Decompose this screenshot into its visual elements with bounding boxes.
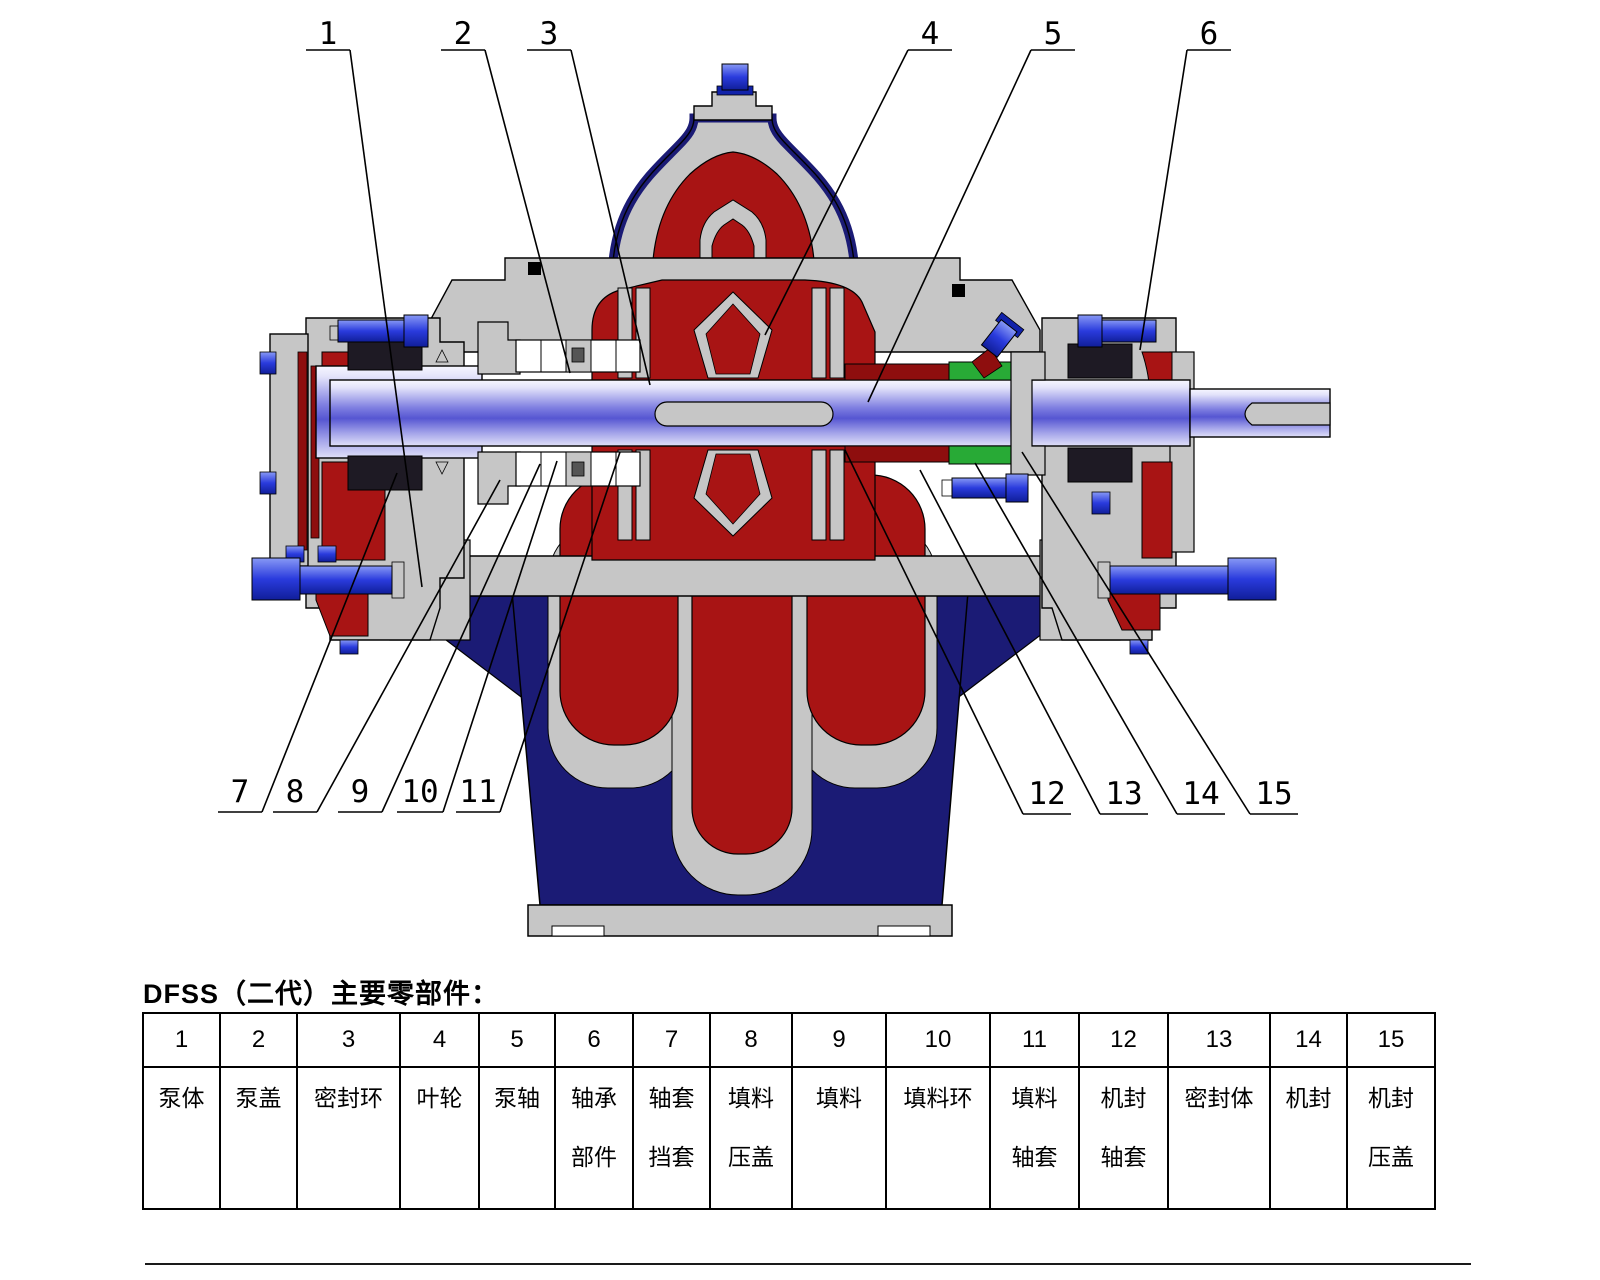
table-header-cell: 1 <box>142 1012 221 1068</box>
part-name: 机封 <box>1100 1085 1147 1111</box>
packing-assembly <box>477 321 641 505</box>
left-top-bolt <box>337 319 405 343</box>
callout-15-label: 15 <box>1255 776 1292 812</box>
table-header-cell: 14 <box>1269 1012 1348 1068</box>
part-name: 轴套 <box>648 1085 695 1111</box>
callout-5-label: 5 <box>1044 16 1063 52</box>
pump-shaft <box>315 349 1331 475</box>
part-name-line2: 压盖 <box>1368 1144 1414 1171</box>
callout-14-label: 14 <box>1182 776 1219 812</box>
table-part-cell: 密封体 <box>1167 1066 1271 1210</box>
table-header-cell: 5 <box>478 1012 556 1068</box>
table-header-cell: 4 <box>399 1012 480 1068</box>
right-top-bolt <box>1099 319 1157 343</box>
table-header-cell: 2 <box>219 1012 298 1068</box>
table-part-cell: 泵盖 <box>219 1066 298 1210</box>
part-name: 填料 <box>816 1085 862 1111</box>
callout-12-label: 12 <box>1028 776 1065 812</box>
table-header-cell: 3 <box>296 1012 401 1068</box>
callout-8-label: 8 <box>286 774 305 810</box>
table-part-cell: 叶轮 <box>399 1066 480 1210</box>
callout-11-label: 11 <box>459 774 496 810</box>
part-name: 机封 <box>1368 1085 1414 1111</box>
table-part-cell: 密封环 <box>296 1066 401 1210</box>
table-part-cell: 轴套挡套 <box>632 1066 711 1210</box>
table-header-cell: 11 <box>989 1012 1080 1068</box>
table-part-cell: 机封 <box>1269 1066 1348 1210</box>
callout-2-label: 2 <box>454 16 473 52</box>
table-parts-row: 泵体 泵盖 密封环 叶轮 泵轴 轴承部件 轴套挡套 填料压盖 填料 填料环 填料… <box>142 1066 1436 1210</box>
part-name: 泵盖 <box>235 1085 282 1111</box>
part-name: 填料环 <box>903 1085 973 1111</box>
callouts <box>218 49 1298 815</box>
mechanical-seal-assembly <box>844 311 1046 503</box>
callout-labels: 1 2 3 4 5 6 7 8 9 10 11 12 13 14 15 <box>231 16 1293 812</box>
bottom-divider-line <box>145 1263 1471 1265</box>
table-header-cell: 9 <box>791 1012 887 1068</box>
part-name: 泵体 <box>158 1085 205 1111</box>
right-foot-bolt <box>1109 565 1231 595</box>
part-name-line2: 压盖 <box>728 1144 774 1171</box>
callout-10-label: 10 <box>401 774 438 810</box>
part-name-line2: 挡套 <box>648 1144 695 1171</box>
table-header-row: 1 2 3 4 5 6 7 8 9 10 11 12 13 14 15 <box>142 1012 1436 1068</box>
table-part-cell: 填料环 <box>885 1066 991 1210</box>
mech-seal-bottom <box>948 445 1012 465</box>
part-name: 密封体 <box>1184 1085 1254 1111</box>
part-name: 泵轴 <box>494 1085 540 1111</box>
part-name: 填料 <box>728 1085 774 1111</box>
table-header-cell: 15 <box>1346 1012 1436 1068</box>
table-header-cell: 7 <box>632 1012 711 1068</box>
part-name: 密封环 <box>314 1085 383 1111</box>
table-part-cell: 填料轴套 <box>989 1066 1080 1210</box>
top-vent-plug <box>721 63 749 91</box>
table-part-cell: 泵体 <box>142 1066 221 1210</box>
table-header-cell: 12 <box>1078 1012 1169 1068</box>
parts-table: 1 2 3 4 5 6 7 8 9 10 11 12 13 14 15 泵体 泵… <box>142 1012 1436 1210</box>
seal-sleeve-top <box>844 363 950 381</box>
shaft-keyway-right <box>1244 402 1331 426</box>
part-name: 填料 <box>1011 1085 1058 1111</box>
pump-cover-dome <box>607 63 860 287</box>
callout-3-label: 3 <box>540 16 559 52</box>
oring-section-left <box>528 262 541 275</box>
part-name: 轴承 <box>571 1085 617 1111</box>
table-part-cell: 填料 <box>791 1066 887 1210</box>
table-header-cell: 8 <box>709 1012 793 1068</box>
table-header-cell: 6 <box>554 1012 634 1068</box>
bolts <box>251 314 1277 655</box>
table-part-cell: 泵轴 <box>478 1066 556 1210</box>
part-name: 机封 <box>1285 1085 1332 1111</box>
left-foot-bolt <box>299 565 393 595</box>
table-part-cell: 机封轴套 <box>1078 1066 1169 1210</box>
table-part-cell: 填料压盖 <box>709 1066 793 1210</box>
callout-4-label: 4 <box>921 16 940 52</box>
table-header-cell: 10 <box>885 1012 991 1068</box>
part-name-line2: 轴套 <box>1011 1144 1058 1171</box>
packing-gland-bottom <box>477 451 521 505</box>
part-name: 叶轮 <box>416 1085 463 1111</box>
callout-9-label: 9 <box>351 774 370 810</box>
part-name-line2: 部件 <box>571 1144 617 1171</box>
callout-13-label: 13 <box>1105 776 1142 812</box>
table-part-cell: 机封压盖 <box>1346 1066 1436 1210</box>
pump-cross-section-drawing: 1 2 3 4 5 6 7 8 9 10 11 12 13 14 15 <box>218 16 1331 937</box>
seal-sleeve-bottom <box>844 445 950 463</box>
parts-list-title: DFSS（二代）主要零部件： <box>143 979 500 1009</box>
callout-6-label: 6 <box>1200 16 1219 52</box>
part-name-line2: 轴套 <box>1100 1144 1147 1171</box>
shaft-keyway-center <box>654 401 834 427</box>
oring-section-right <box>952 284 965 297</box>
table-part-cell: 轴承部件 <box>554 1066 634 1210</box>
seal-stud-bolt <box>980 318 1018 358</box>
callout-1-label: 1 <box>319 16 338 52</box>
callout-7-label: 7 <box>231 774 250 810</box>
table-header-cell: 13 <box>1167 1012 1271 1068</box>
